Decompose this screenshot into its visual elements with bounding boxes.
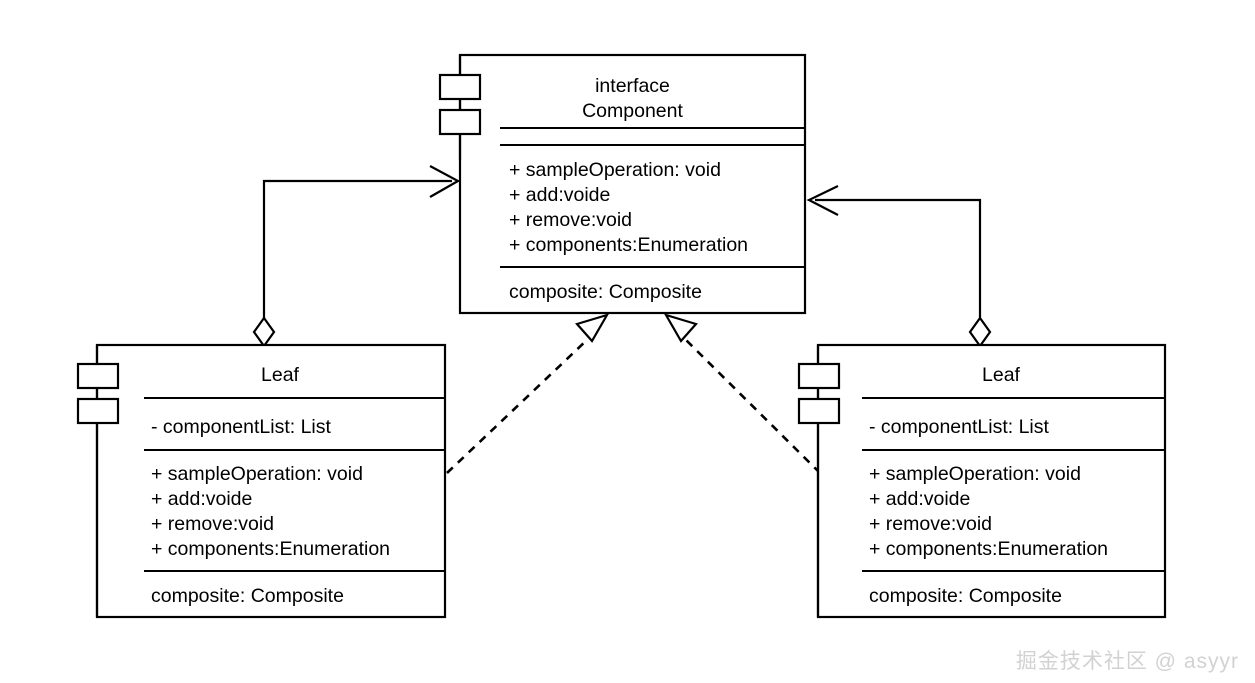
leaf-left-port-icon xyxy=(76,345,120,617)
leaf-left-operation: + remove:void xyxy=(151,513,274,535)
realization-left-line xyxy=(446,338,589,474)
leaf-left-attribute: - componentList: List xyxy=(151,416,332,438)
watermark: 掘金技术社区 @ asyyr xyxy=(1015,650,1239,673)
leaf-left-footer: composite: Composite xyxy=(151,585,344,607)
aggregation-right-line xyxy=(815,198,982,332)
realization-right[interactable] xyxy=(663,313,821,474)
realization-right-line xyxy=(684,338,821,474)
component-box-outline xyxy=(458,53,807,315)
leaf-right-operation: + remove:void xyxy=(869,513,992,535)
leaf-left-name: Leaf xyxy=(261,364,300,386)
realization-right-triangle-icon xyxy=(663,313,698,343)
leaf-right-port-icon xyxy=(797,345,841,617)
leaf-right-operation: + components:Enumeration xyxy=(869,538,1108,560)
class-box-leaf-left[interactable]: Leaf - componentList: List + sampleOpera… xyxy=(76,343,447,619)
component-operation: + components:Enumeration xyxy=(509,234,748,256)
component-port-icon xyxy=(438,55,482,160)
component-footer: composite: Composite xyxy=(509,281,702,303)
aggregation-left-arrowhead-icon xyxy=(429,165,461,198)
aggregation-left[interactable] xyxy=(252,165,461,348)
leaf-left-operation: + components:Enumeration xyxy=(151,538,390,560)
aggregation-left-diamond-icon xyxy=(252,316,276,348)
aggregation-right[interactable] xyxy=(806,185,992,348)
leaf-right-footer: composite: Composite xyxy=(869,585,1062,607)
realization-left-triangle-icon xyxy=(575,313,610,343)
realization-left[interactable] xyxy=(446,313,610,474)
leaf-right-operation: + sampleOperation: void xyxy=(869,463,1081,485)
component-name: Component xyxy=(582,100,683,122)
aggregation-right-diamond-icon xyxy=(968,316,992,348)
aggregation-left-line xyxy=(262,179,452,332)
class-box-component[interactable]: interface Component + sampleOperation: v… xyxy=(438,53,807,315)
component-stereotype: interface xyxy=(595,75,670,97)
component-operation: + remove:void xyxy=(509,209,632,231)
class-box-leaf-right[interactable]: Leaf - componentList: List + sampleOpera… xyxy=(797,343,1167,619)
leaf-right-name: Leaf xyxy=(982,364,1021,386)
component-operation: + add:voide xyxy=(509,184,610,206)
leaf-left-operation: + add:voide xyxy=(151,488,252,510)
component-operation: + sampleOperation: void xyxy=(509,159,721,181)
leaf-right-attribute: - componentList: List xyxy=(869,416,1050,438)
aggregation-right-arrowhead-icon xyxy=(806,185,839,216)
leaf-left-operation: + sampleOperation: void xyxy=(151,463,363,485)
leaf-right-operation: + add:voide xyxy=(869,488,970,510)
